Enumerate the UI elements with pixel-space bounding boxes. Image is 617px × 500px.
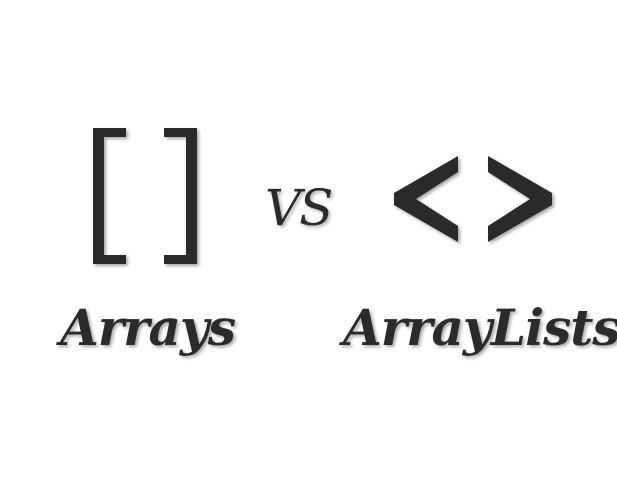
arrays-label: Arrays [60,298,236,357]
angle-brackets-icon [394,156,552,242]
square-brackets-icon [93,128,197,264]
arraylists-label: ArrayLists [343,298,617,357]
vs-label: VS [265,179,333,237]
